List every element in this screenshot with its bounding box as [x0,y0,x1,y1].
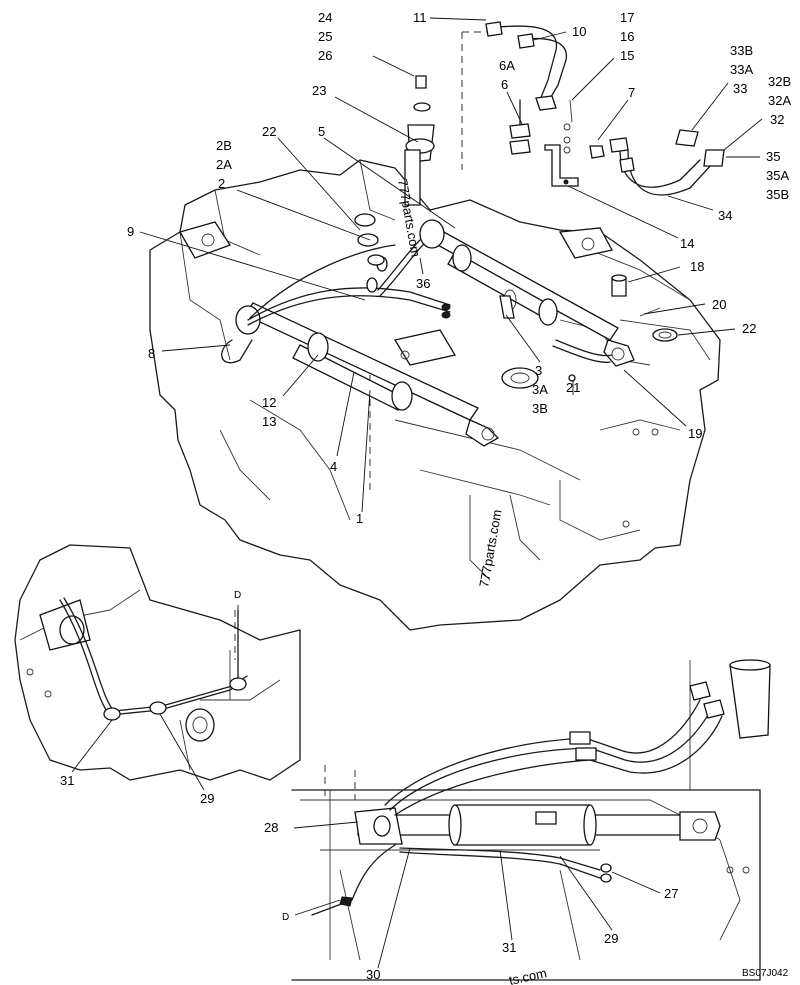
callout-32: 32 [770,112,784,127]
callout-31-right: 31 [502,940,516,955]
callout-2b: 2B [216,138,232,153]
callout-32b: 32B [768,74,791,89]
callout-17: 17 [620,10,634,25]
callout-6a: 6A [499,58,515,73]
callout-26: 26 [318,48,332,63]
callout-11: 11 [413,10,427,25]
callout-33b: 33B [730,43,753,58]
pin-and-washers [354,75,678,382]
callout-12: 12 [262,395,276,410]
leader-lines-upper [139,17,763,513]
callout-7: 7 [628,85,635,100]
callout-20: 20 [712,297,726,312]
callout-d-left: D [234,590,241,601]
callout-33: 33 [733,81,747,96]
callout-36: 36 [416,276,430,291]
callout-21: 21 [566,380,580,395]
callout-28: 28 [264,820,278,835]
callout-14: 14 [680,236,694,251]
callout-10: 10 [572,24,586,39]
top-hose-assembly [485,21,567,155]
callout-30: 30 [366,967,380,982]
callout-27: 27 [664,886,678,901]
detail-left [14,544,301,791]
callout-3: 3 [535,363,542,378]
callout-3a: 3A [532,382,548,397]
callout-35b: 35B [766,187,789,202]
callout-1: 1 [356,511,363,526]
callout-23: 23 [312,83,326,98]
hose-assembly-right [589,129,725,196]
callout-13: 13 [262,414,276,429]
callout-3b: 3B [532,401,548,416]
callout-d-right: D [282,912,289,923]
callout-19: 19 [688,426,702,441]
callout-15: 15 [620,48,634,63]
figure-code: BS07J042 [742,968,789,979]
callout-9: 9 [127,224,134,239]
callout-22-top: 22 [262,124,276,139]
callout-2a: 2A [216,157,232,172]
callout-35a: 35A [766,168,789,183]
callout-6: 6 [501,77,508,92]
callout-33a: 33A [730,62,753,77]
callout-25: 25 [318,29,332,44]
chassis-frame [149,159,721,631]
callout-29-right: 29 [604,931,618,946]
detail-right [291,659,771,981]
callout-labels: 24 25 26 11 10 17 16 15 6A 6 7 33B 33A 3… [60,10,791,982]
callout-29-left: 29 [200,791,214,806]
callout-32a: 32A [768,93,791,108]
cylinder-right [419,219,635,367]
callout-16: 16 [620,29,634,44]
bracket [544,99,579,187]
callout-2: 2 [218,176,225,191]
callout-5: 5 [318,124,325,139]
watermark-bottom: ts.com [508,965,549,985]
cylinder-left [235,302,500,447]
watermark-middle: 777parts.com [476,508,504,588]
callout-18: 18 [690,259,704,274]
callout-35: 35 [766,149,780,164]
callout-24: 24 [318,10,332,25]
callout-8: 8 [148,346,155,361]
callout-34: 34 [718,208,732,223]
callout-4: 4 [330,459,337,474]
callout-22-right: 22 [742,321,756,336]
callout-31-left: 31 [60,773,74,788]
